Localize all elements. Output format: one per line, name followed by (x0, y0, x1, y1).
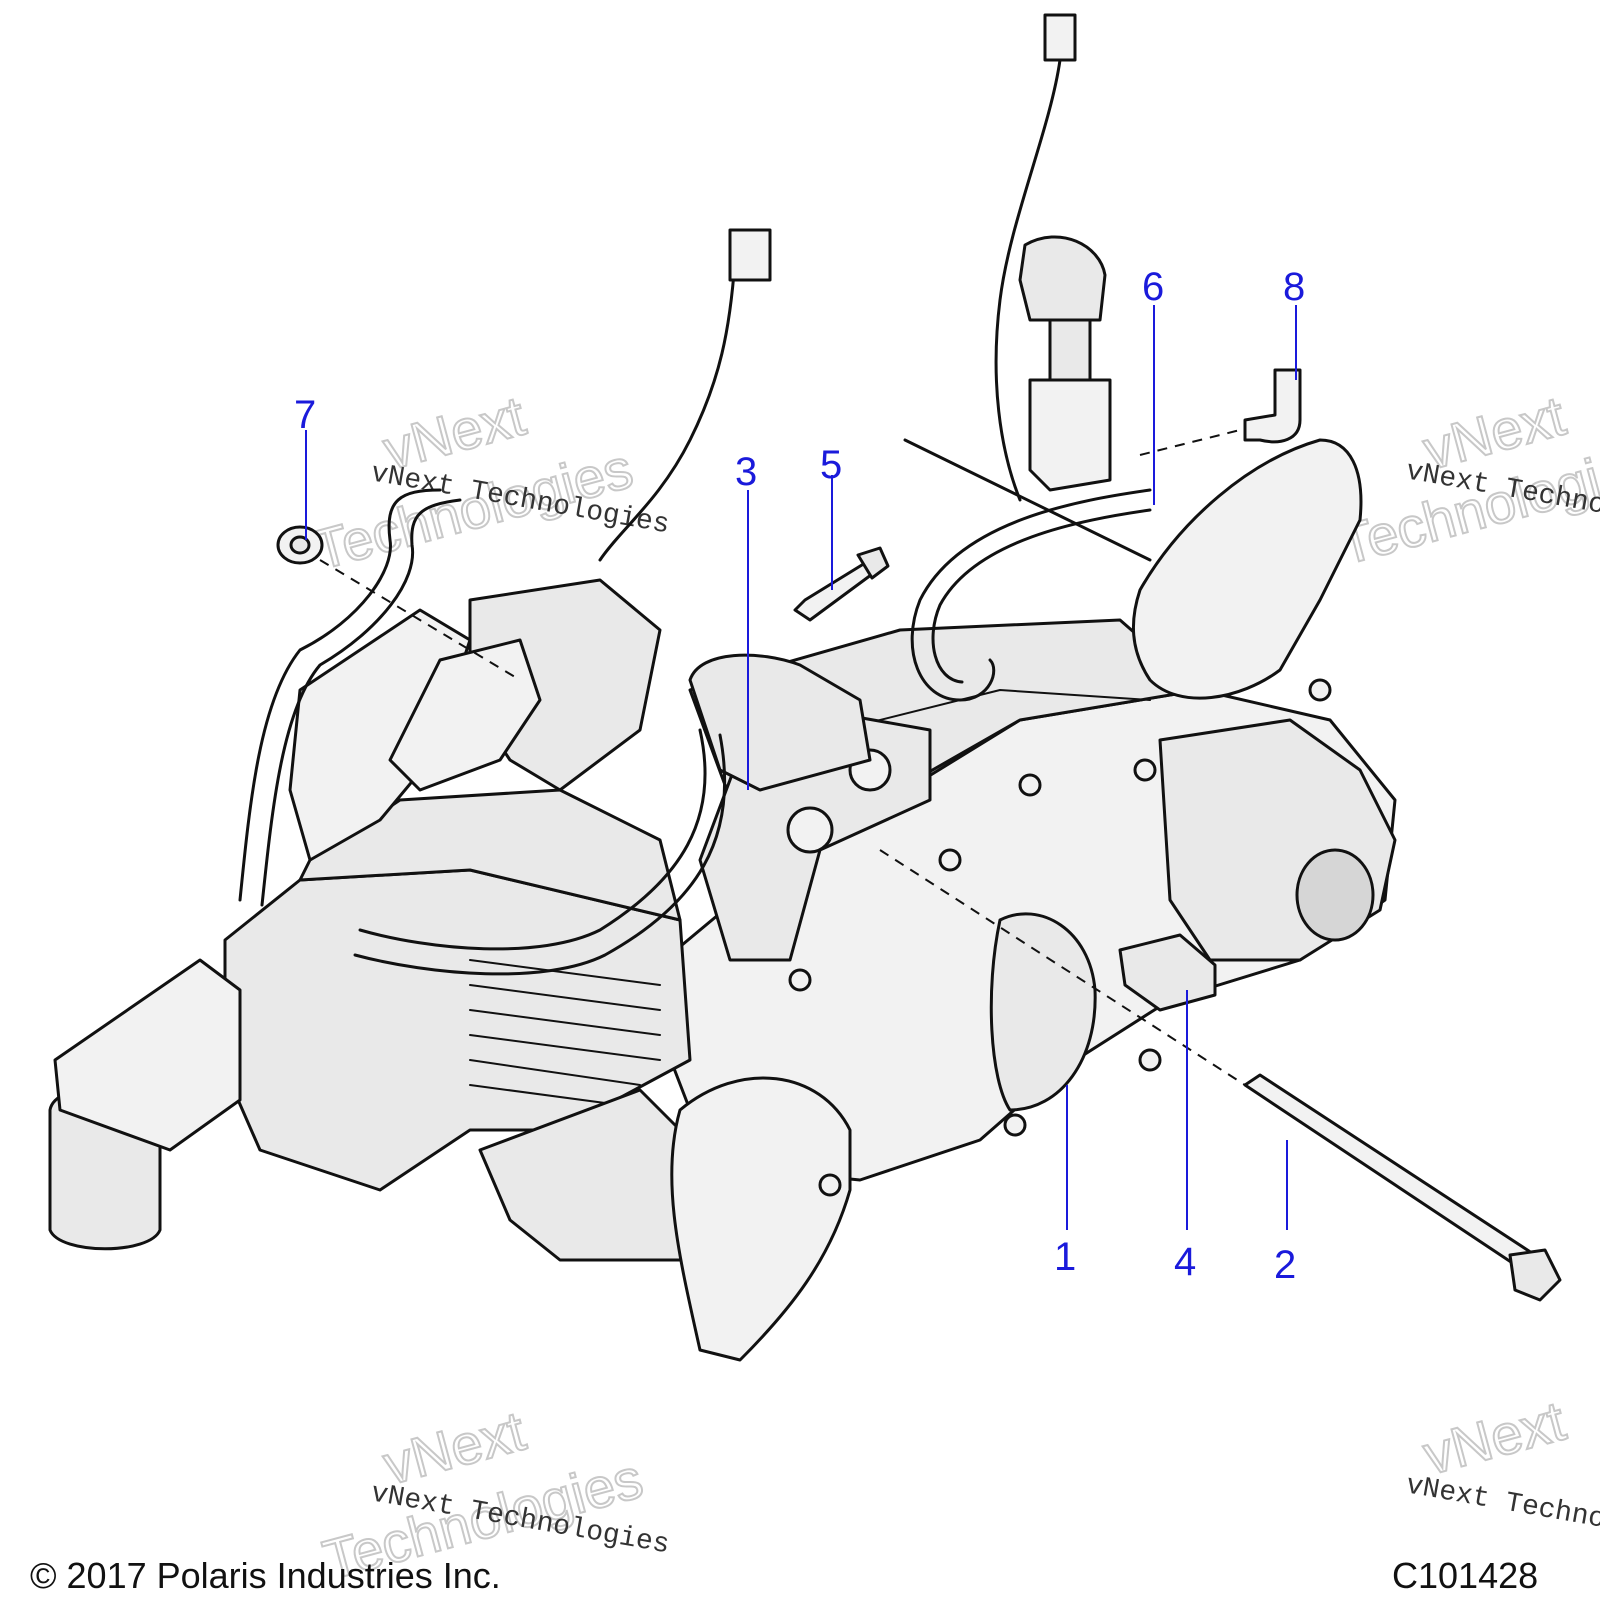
long-bolt (1243, 1073, 1537, 1270)
wire-harness-left (598, 258, 737, 562)
clutch-cover (989, 912, 1097, 1112)
callout-3: 3 (735, 450, 757, 494)
vent-hose-inner (931, 508, 1152, 684)
dipstick-stem (1048, 318, 1092, 382)
starter-motor (688, 653, 872, 792)
assembly-lines (319, 429, 1246, 1086)
spacer (1118, 933, 1217, 1012)
engine-assembly (48, 13, 1397, 1362)
watermark-bottom-right: vNext Technologies (1403, 1470, 1600, 1553)
watermark-big-bottom-right-1: vNext (1417, 1389, 1572, 1487)
hardware-items (276, 368, 1562, 1302)
connector-top (1043, 13, 1077, 62)
callout-5: 5 (820, 443, 842, 487)
intake-duct-upper (1131, 438, 1363, 700)
wire-harness-top (994, 58, 1062, 502)
callout-7: 7 (294, 393, 316, 437)
callout-8: 8 (1283, 265, 1305, 309)
dipstick-rod (903, 438, 1152, 562)
connector-left (728, 228, 772, 282)
callout-2: 2 (1274, 1243, 1296, 1287)
regulator-fins (53, 958, 242, 1152)
hose-over-head (358, 728, 707, 951)
dipstick-handle (1018, 235, 1107, 322)
dipstick-bracket (1028, 378, 1112, 492)
throttle-sensor (388, 638, 542, 792)
fan-cover (288, 608, 472, 862)
callout-1: 1 (1054, 1235, 1076, 1279)
copyright-text: © 2017 Polaris Industries Inc. (30, 1555, 501, 1596)
bolt-head (856, 546, 890, 580)
callout-numbers: 1 2 3 4 5 6 7 8 (294, 265, 1305, 1287)
cvt-cover-boss (1295, 848, 1375, 942)
cylinder-head (298, 788, 682, 922)
grommet-hole (289, 535, 311, 555)
callout-6: 6 (1142, 265, 1164, 309)
intake-duct-lower (670, 1076, 852, 1362)
bolt (793, 558, 877, 622)
callout-leaders (305, 305, 1297, 1230)
elbow-fitting (1243, 368, 1302, 444)
mount-bolts (788, 678, 1332, 1197)
drawing-number: C101428 (1392, 1555, 1539, 1596)
breather-hose-left (238, 488, 442, 902)
cooling-fins (469, 959, 661, 1106)
mount-bushing (786, 806, 834, 854)
long-bolt-head (1508, 1248, 1562, 1302)
callout-4: 4 (1174, 1240, 1196, 1284)
vent-hose (910, 488, 1152, 702)
